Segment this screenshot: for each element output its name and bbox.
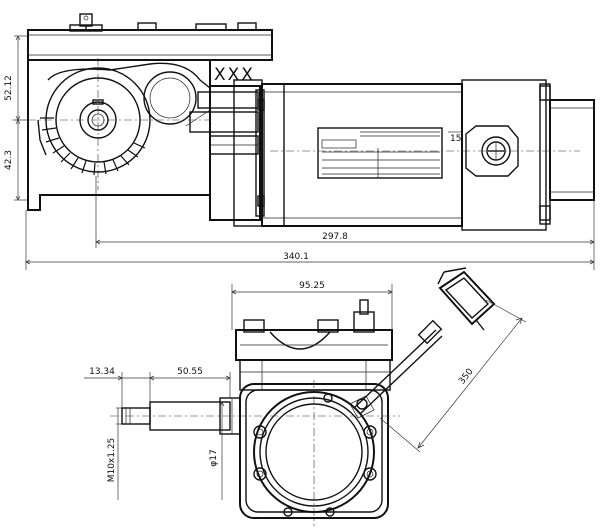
end-view-housing — [235, 299, 393, 391]
dim-cable-length: 350 — [457, 367, 476, 387]
motor-end-cap — [461, 79, 595, 231]
output-shaft-side — [189, 91, 259, 155]
motor-flange — [209, 79, 265, 227]
dim-offset: 15 — [450, 134, 461, 144]
end-view — [110, 267, 496, 526]
side-view: XXX — [12, 13, 595, 231]
gearbox-top-housing — [27, 13, 273, 61]
dim-shaft-height: 42.3 — [4, 150, 14, 170]
side-view-dimensions: 52.12 42.3 15 297.8 340.1 — [4, 35, 595, 270]
dim-motor-length: 297.8 — [322, 232, 348, 242]
dim-shaft-length: 50.55 — [177, 367, 203, 377]
end-view-dimensions: 95.25 13.34 50.55 M10x1.25 φ17 350 — [84, 281, 527, 500]
dim-top-height: 52.12 — [4, 75, 14, 101]
dim-width: 95.25 — [299, 281, 325, 291]
gear-marking: XXX — [214, 65, 255, 85]
cable-and-plug — [349, 267, 496, 419]
dim-overall-length: 340.1 — [283, 252, 309, 262]
dim-shaft-diameter: φ17 — [209, 449, 219, 466]
motor-nameplate — [317, 127, 443, 179]
worm-gear-wheel — [37, 67, 151, 176]
motor-body — [261, 83, 463, 227]
dim-thread: M10x1.25 — [107, 438, 117, 483]
dim-shaft-step: 13.34 — [89, 367, 115, 377]
